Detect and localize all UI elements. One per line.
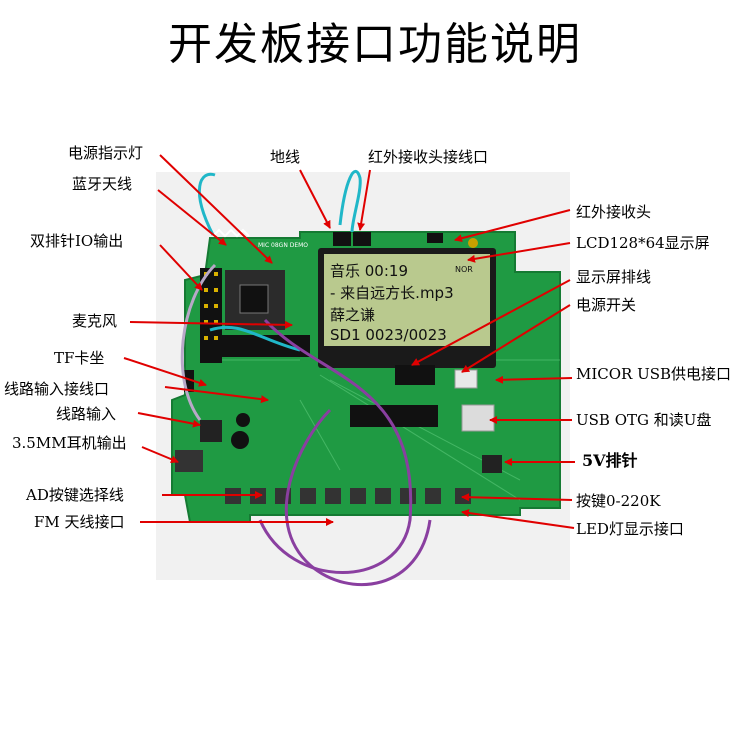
label-ad-key-select: AD按键选择线	[26, 486, 124, 504]
arrow-line-in-conn	[164, 386, 269, 404]
label-micro-usb-power: MICOR USB供电接口	[576, 365, 732, 383]
wire-cyan-mid	[209, 325, 301, 352]
arrow-tf	[123, 357, 207, 387]
wire-purple-1	[258, 318, 413, 574]
lcd-line-2: - 来自远方长.mp3	[330, 284, 454, 302]
label-keys: 按键0-220K	[576, 492, 661, 510]
label-lcd-screen: LCD128*64显示屏	[576, 234, 710, 252]
wire-purple-2	[284, 408, 432, 587]
power-switch	[454, 369, 478, 389]
tf-slot	[184, 370, 194, 392]
arrow-ground	[299, 169, 331, 229]
arrow-keys	[461, 493, 573, 502]
page-title: 开发板接口功能说明	[168, 19, 582, 70]
arrow-switch	[461, 304, 571, 373]
lcd-line-4: SD1 0023/0023	[330, 326, 447, 344]
wire-cyan-top	[197, 172, 216, 236]
headphone-jack	[175, 450, 203, 472]
label-line-in: 线路输入	[56, 405, 117, 423]
label-headphone-out: 3.5MM耳机输出	[12, 434, 127, 452]
label-ir-receiver-connector: 红外接收头接线口	[368, 148, 489, 166]
arrow-micro-usb	[495, 375, 573, 384]
label-led-interface: LED灯显示接口	[576, 520, 684, 538]
label-usb-otg: USB OTG 和读U盘	[576, 411, 712, 429]
arrow-ir	[454, 209, 571, 243]
pins-5v	[482, 455, 502, 473]
arrow-ribbon	[411, 279, 571, 366]
line-in-jack	[200, 420, 222, 442]
lcd-line-1: 音乐 00:19	[330, 262, 408, 280]
arrow-headphone	[141, 446, 179, 463]
lcd-ribbon-header	[395, 365, 435, 385]
label-ground: 地线	[270, 148, 301, 166]
ir-receiver	[427, 233, 443, 243]
lcd-corner-label: NOR	[455, 265, 473, 274]
lcd-line-3: 薛之谦	[330, 306, 375, 324]
label-microphone: 麦克风	[72, 312, 118, 330]
label-bluetooth-antenna: 蓝牙天线	[72, 175, 133, 193]
lcd-screen	[324, 254, 490, 346]
arrow-ir-conn	[357, 169, 371, 231]
label-fm-antenna: FM 天线接口	[34, 513, 125, 531]
label-power-switch: 电源开关	[576, 296, 637, 314]
ir-led	[468, 238, 478, 248]
capacitor-2	[236, 413, 250, 427]
label-power-led: 电源指示灯	[68, 144, 144, 162]
label-tf-slot: TF卡坐	[54, 349, 105, 367]
label-ir-receiver: 红外接收头	[576, 203, 652, 221]
ir-header	[353, 232, 371, 246]
arrow-lcd	[467, 242, 571, 263]
label-5v-pins: 5V排针	[582, 451, 638, 470]
capacitor-1	[231, 431, 249, 449]
arrow-line-in	[137, 412, 201, 428]
label-double-row-io: 双排针IO输出	[30, 232, 124, 250]
label-line-in-connector: 线路输入接线口	[4, 380, 110, 398]
label-lcd-ribbon: 显示屏排线	[576, 268, 652, 286]
bt-chip	[239, 284, 269, 314]
lower-header	[350, 405, 438, 427]
ground-pins	[333, 232, 351, 246]
arrow-io	[159, 244, 203, 291]
arrow-bluetooth	[157, 189, 227, 246]
board-silk-label: MIC 08GN DEMO	[258, 242, 308, 249]
wire-cyan-ir	[338, 170, 362, 233]
usb-otg-port	[461, 404, 495, 432]
arrow-power-led	[159, 154, 273, 264]
arrow-led	[461, 509, 575, 529]
arrow-mic	[129, 320, 293, 329]
bluetooth-antenna-trace	[212, 228, 250, 238]
wire-grey	[180, 263, 217, 421]
